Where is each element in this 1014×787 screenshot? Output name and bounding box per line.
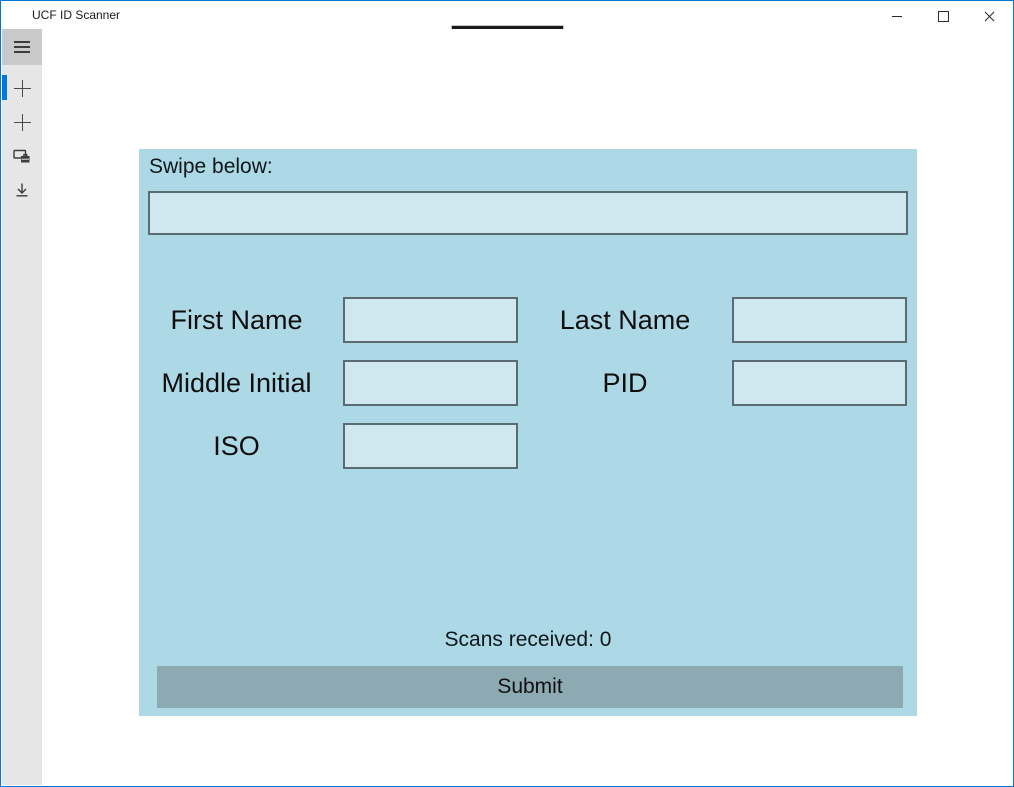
content-area: Swipe below: First Name Last Name Middle… (42, 29, 1012, 785)
pid-label: PID (602, 368, 648, 398)
first-name-label: First Name (170, 305, 303, 335)
sidebar-item-save[interactable] (2, 173, 42, 207)
scans-received-status: Scans received: 0 (139, 628, 917, 652)
first-name-input[interactable] (343, 297, 518, 343)
navigation-sidebar (2, 29, 42, 785)
swipe-input[interactable] (148, 191, 908, 235)
swipe-label: Swipe below: (149, 155, 273, 178)
scanner-form-panel: Swipe below: First Name Last Name Middle… (139, 149, 917, 716)
window-controls (874, 2, 1012, 30)
hamburger-icon (14, 41, 30, 53)
hamburger-menu-button[interactable] (2, 29, 42, 65)
title-bar[interactable]: UCF ID Scanner (2, 2, 1012, 29)
iso-input[interactable] (343, 423, 518, 469)
submit-button[interactable]: Submit (157, 666, 903, 708)
last-name-label: Last Name (559, 305, 691, 335)
sidebar-item-add-secondary[interactable] (2, 105, 42, 139)
sidebar-item-scan[interactable] (2, 139, 42, 173)
add-secondary-icon (13, 113, 31, 131)
maximize-button[interactable] (920, 2, 966, 30)
scans-received-label: Scans received: (444, 628, 594, 651)
middle-initial-input[interactable] (343, 360, 518, 406)
close-icon (984, 11, 995, 22)
minimize-icon (892, 15, 902, 17)
minimize-button[interactable] (874, 2, 920, 30)
add-icon (13, 79, 31, 97)
last-name-input[interactable] (732, 297, 907, 343)
pid-input[interactable] (732, 360, 907, 406)
sidebar-item-add[interactable] (2, 71, 42, 105)
close-button[interactable] (966, 2, 1012, 30)
middle-initial-label: Middle Initial (161, 368, 312, 398)
scans-received-count: 0 (599, 628, 612, 651)
active-item-indicator (2, 75, 7, 100)
maximize-icon (937, 10, 949, 22)
window-title: UCF ID Scanner (32, 8, 121, 22)
save-download-icon (16, 183, 28, 197)
scan-device-icon (13, 149, 30, 162)
iso-label: ISO (213, 431, 260, 461)
